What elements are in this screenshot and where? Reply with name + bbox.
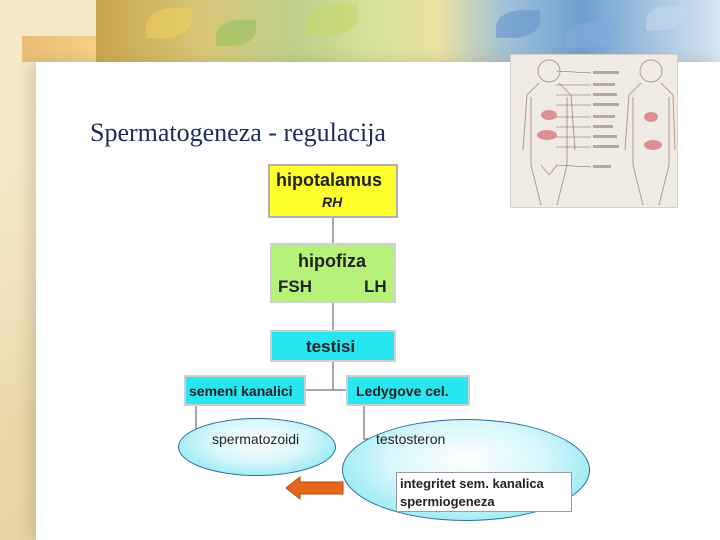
anatomy-image bbox=[510, 54, 678, 208]
seminiferous-tubules-box: semeni kanalici bbox=[184, 375, 306, 406]
left-arrow-icon bbox=[286, 476, 344, 500]
fsh-hormone-label: FSH bbox=[278, 277, 312, 296]
decor-band-left bbox=[22, 36, 98, 62]
testosterone-effects-box: integritet sem. kanalica spermiogeneza bbox=[396, 472, 572, 512]
spermiogenesis-label: spermiogeneza bbox=[400, 494, 495, 509]
decor-band-top bbox=[96, 0, 720, 62]
lh-hormone-label: LH bbox=[364, 277, 387, 296]
spermatozoa-label: spermatozoidi bbox=[212, 431, 300, 447]
leydig-cells-label: Ledygove cel. bbox=[356, 383, 449, 399]
slide-title: Spermatogeneza - regulacija bbox=[90, 118, 386, 147]
rh-hormone-label: RH bbox=[322, 194, 343, 210]
spermatozoa-ellipse bbox=[178, 418, 336, 476]
testes-box: testisi bbox=[270, 330, 396, 362]
testes-label: testisi bbox=[306, 337, 356, 356]
tubule-integrity-label: integritet sem. kanalica bbox=[400, 476, 544, 491]
testosterone-label: testosteron bbox=[376, 431, 446, 447]
pituitary-box: hipofiza FSH LH bbox=[270, 243, 396, 303]
seminiferous-tubules-label: semeni kanalici bbox=[189, 383, 293, 399]
hypothalamus-box: hipotalamus RH bbox=[268, 164, 398, 218]
leydig-cells-box: Ledygove cel. bbox=[346, 375, 470, 406]
hypothalamus-label: hipotalamus bbox=[276, 170, 383, 190]
endocrine-anatomy-illustration bbox=[522, 59, 676, 206]
pituitary-label: hipofiza bbox=[298, 251, 366, 271]
